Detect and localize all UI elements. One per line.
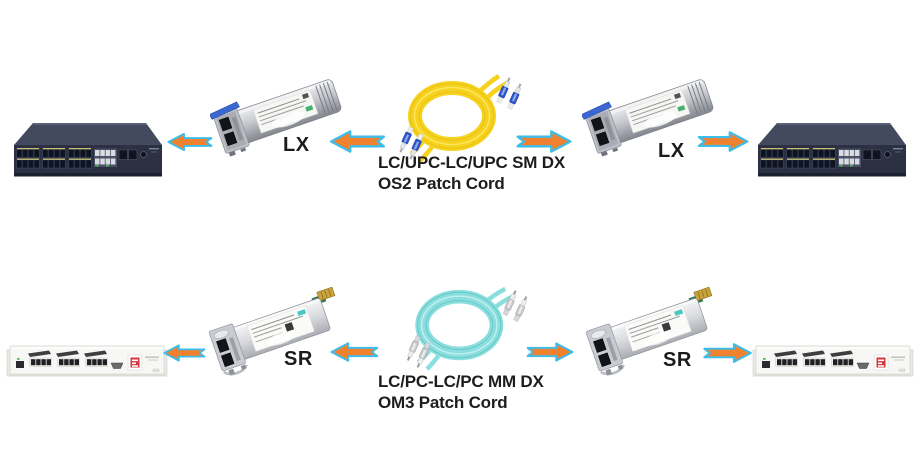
sfp-lx-left-image (210, 69, 346, 160)
white-router-left-image (6, 336, 168, 388)
sfp-lx-right-image (582, 69, 718, 160)
lx-label-right: LX (658, 140, 685, 162)
singlemode-link-row: LX LC/UPC-LC/UPC SM DX OS2 Patch Cord LX (0, 69, 920, 194)
arrow-left-icon (163, 344, 206, 362)
os2-cord-caption: LC/UPC-LC/UPC SM DX OS2 Patch Cord (378, 152, 565, 194)
arrow-right-icon (697, 131, 749, 152)
om3-cord-caption-line2: OM3 Patch Cord (378, 393, 508, 412)
om3-cord-caption: LC/PC-LC/PC MM DX OM3 Patch Cord (378, 371, 544, 413)
lx-label-left: LX (283, 134, 310, 156)
sfp-sr-left-image (208, 285, 348, 379)
sr-label-right: SR (663, 349, 692, 371)
dark-switch-left-image (8, 110, 168, 185)
sfp-sr-right-image (585, 285, 725, 379)
om3-patch-cord-image (398, 284, 546, 372)
white-router-right-image (752, 336, 914, 388)
arrow-left-icon (330, 342, 379, 362)
arrow-right-icon (516, 130, 572, 153)
arrow-right-icon (703, 343, 752, 363)
dark-switch-right-image (752, 110, 912, 185)
multimode-link-row: SR LC/PC-LC/PC MM DX OM3 Patch Cord SR (0, 230, 920, 460)
arrow-right-icon (526, 342, 574, 362)
arrow-left-icon (167, 132, 213, 152)
os2-cord-caption-line1: LC/UPC-LC/UPC SM DX (378, 153, 565, 172)
sr-label-left: SR (284, 348, 313, 370)
arrow-left-icon (329, 130, 386, 153)
os2-cord-caption-line2: OS2 Patch Cord (378, 174, 505, 193)
om3-cord-caption-line1: LC/PC-LC/PC MM DX (378, 372, 544, 391)
